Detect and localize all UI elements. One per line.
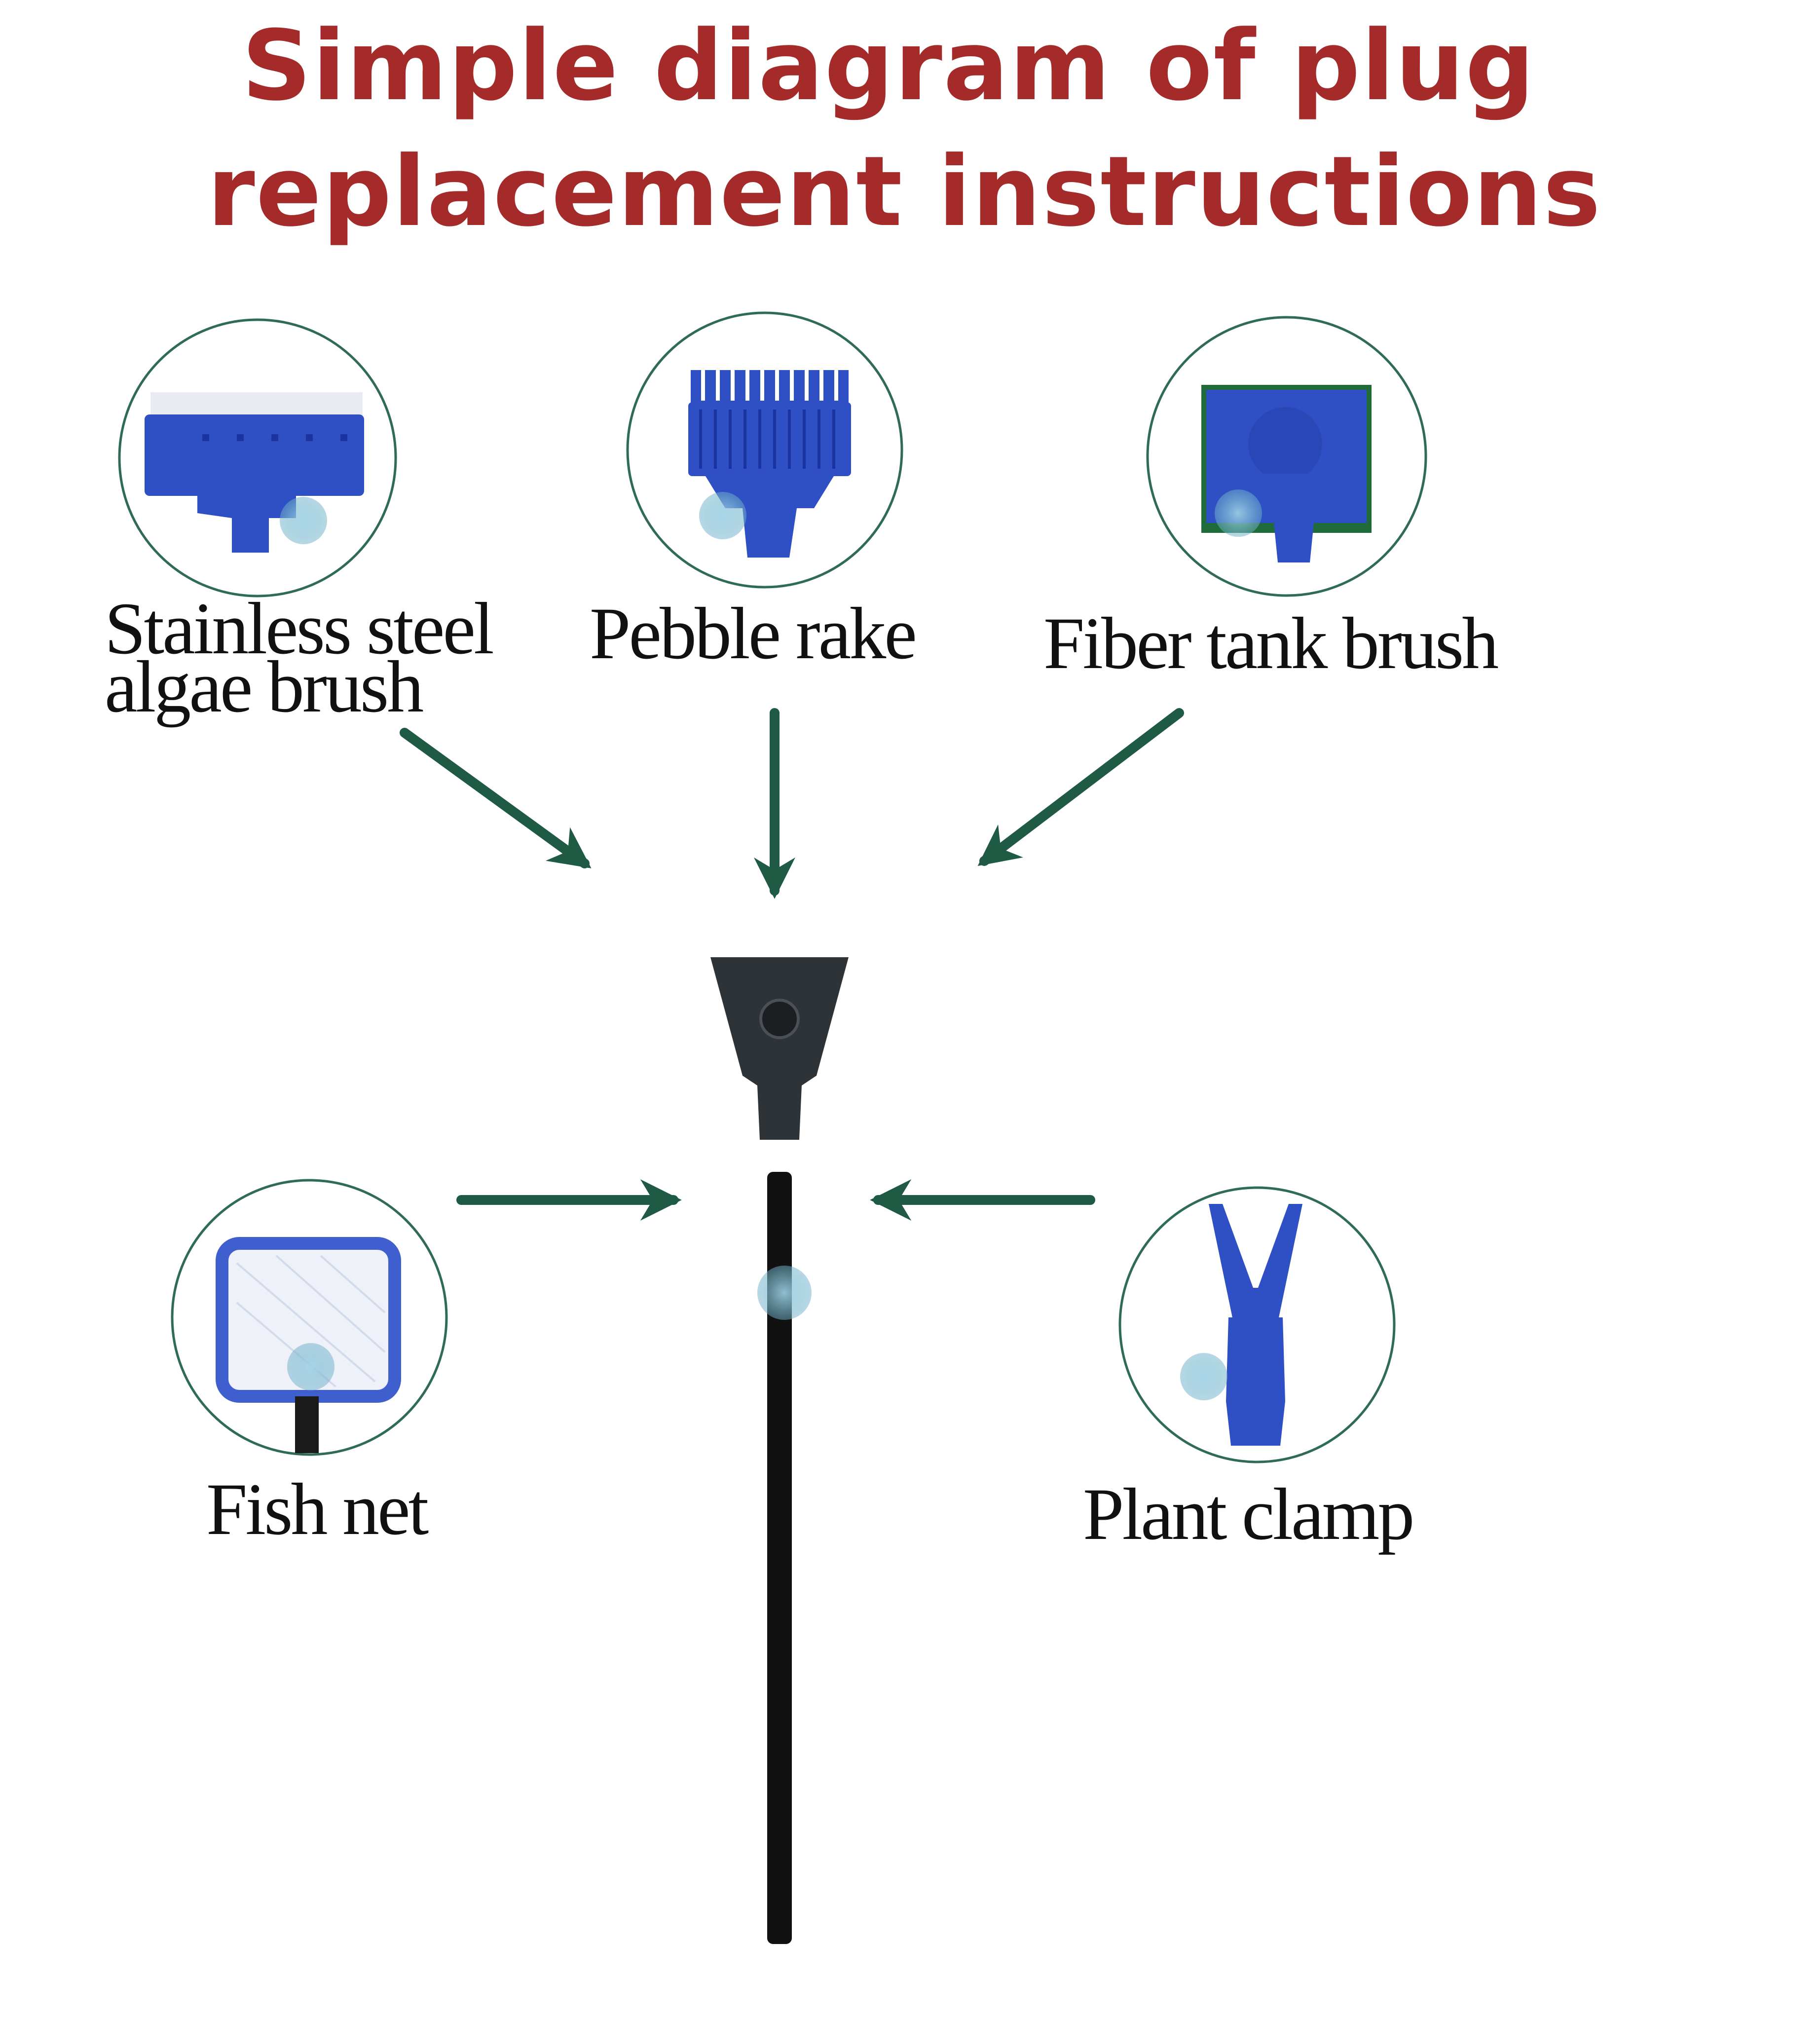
rake-plug — [706, 476, 834, 558]
arrow-icon — [400, 728, 592, 868]
net-handle-stub — [295, 1396, 319, 1453]
fish-net-label: Fish net — [206, 1468, 429, 1550]
pebble-rake-attachment — [626, 311, 903, 589]
fiber-brush-label: Fiber tank brush — [1043, 602, 1499, 684]
algae-brush-plug — [197, 496, 296, 553]
steel-blade — [150, 392, 363, 417]
rake-teeth — [691, 370, 849, 405]
universal-connector — [710, 957, 849, 1140]
arrow-icon — [977, 708, 1184, 866]
clamp-jaws — [1209, 1204, 1302, 1322]
algae-brush-attachment — [118, 318, 397, 598]
plant-clamp-label: Plant clamp — [1083, 1473, 1414, 1555]
rake-head — [688, 402, 851, 476]
page-title-line-2: replacement instructions — [207, 136, 1602, 248]
algae-brush-label-line-1: Stainless steel — [105, 588, 494, 670]
watermark-logo-icon — [280, 497, 327, 544]
algae-brush-label: Stainless steel algae brush — [105, 588, 494, 728]
watermark-logo-icon — [287, 1343, 334, 1390]
clamp-plug — [1226, 1317, 1285, 1446]
fish-net-attachment — [171, 1179, 448, 1456]
algae-brush-head — [145, 414, 364, 496]
watermark-logo-icon — [699, 492, 746, 539]
watermark-logo-icon — [1180, 1353, 1227, 1400]
pebble-rake-label: Pebble rake — [590, 593, 917, 674]
fiber-brush-attachment — [1146, 316, 1427, 597]
page-title-line-1: Simple diagram of plug — [242, 10, 1536, 122]
plant-clamp-attachment — [1118, 1186, 1396, 1463]
fiber-brush-plug — [1256, 474, 1315, 562]
connector-button — [759, 999, 800, 1039]
watermark-logo-icon — [1215, 489, 1262, 537]
watermark-logo-icon — [757, 1266, 812, 1320]
telescopic-pole — [767, 1172, 792, 1944]
fiber-brush-socket — [1248, 407, 1322, 481]
algae-brush-label-line-2: algae brush — [105, 646, 424, 728]
